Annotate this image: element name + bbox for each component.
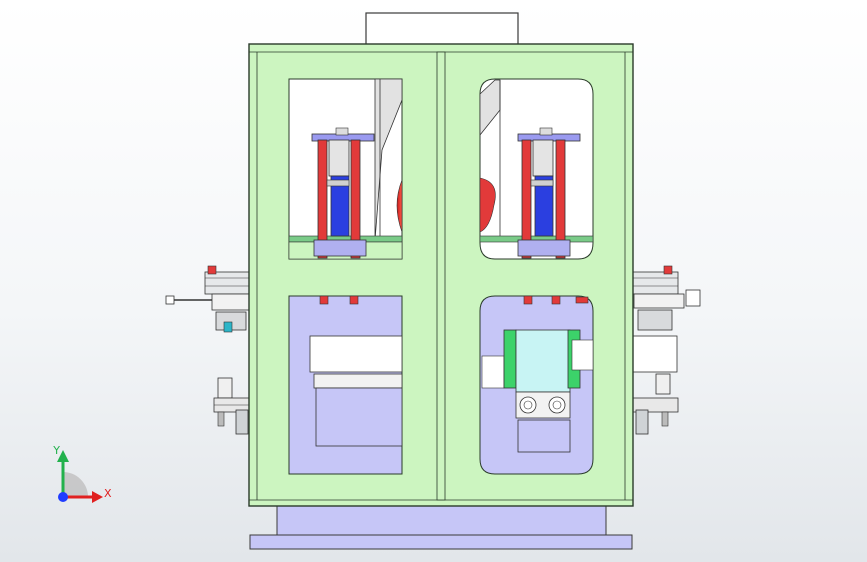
right-side-actuator-assembly bbox=[631, 265, 701, 435]
base-foot bbox=[249, 534, 633, 550]
left-cylinder-unit bbox=[311, 127, 375, 259]
top-bracket bbox=[365, 12, 519, 47]
base-plinth bbox=[276, 505, 607, 541]
y-axis-label: Y bbox=[52, 444, 60, 457]
lower-right-window bbox=[479, 295, 594, 475]
center-divider bbox=[436, 51, 446, 501]
left-side-actuator-assembly bbox=[165, 265, 253, 435]
lower-left-window bbox=[288, 295, 403, 475]
x-axis-label: X bbox=[104, 487, 112, 500]
right-cylinder-unit bbox=[517, 127, 581, 259]
axis-triad: Y X bbox=[52, 444, 112, 503]
